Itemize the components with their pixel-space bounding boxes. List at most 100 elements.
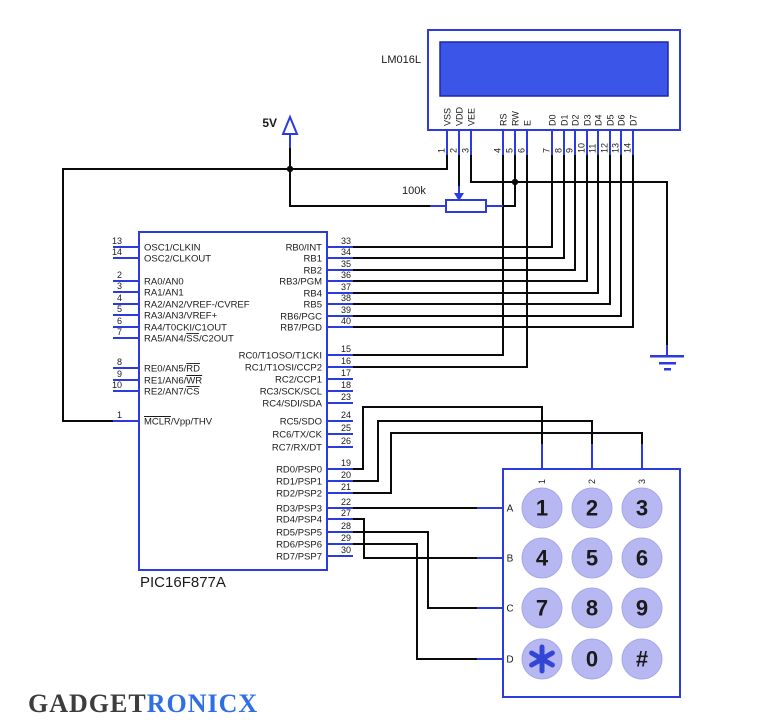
keypad-key-glyph: 0 xyxy=(586,647,598,672)
pic-pin-label-right-30: RD7/PSP7 xyxy=(276,552,322,563)
potentiometer[interactable]: 100k xyxy=(402,185,503,213)
pic-pin-label-left-13: OSC1/CLKIN xyxy=(144,243,201,254)
lcd-pin-number-D2: 9 xyxy=(565,148,575,153)
keypad-key-glyph: 6 xyxy=(636,546,648,571)
pic-pin-number-13: 13 xyxy=(112,236,122,246)
pic-label: PIC16F877A xyxy=(140,574,226,591)
keypad-key-5[interactable]: 5 xyxy=(571,537,613,579)
keypad-key-star[interactable] xyxy=(521,638,563,680)
pic-pin-label-left-8: RE0/AN5/RD xyxy=(144,364,200,375)
lcd-pin-name-RW: RW xyxy=(511,111,521,126)
keypad-col-label-3: 3 xyxy=(637,479,647,484)
lcd-pin-name-D5: D5 xyxy=(606,114,616,126)
pic-pin-label-right-24: RC5/SDO xyxy=(280,417,322,428)
pic-pin-label-left-14: OSC2/CLKOUT xyxy=(144,254,211,265)
pic-pin-label-right-18: RC3/SCK/SCL xyxy=(260,387,322,398)
logo-part-gadget: GADGET xyxy=(28,689,147,718)
pic-pin-number-37: 37 xyxy=(341,282,351,292)
pic-pin-label-right-38: RB5 xyxy=(304,300,322,311)
keypad-key-glyph: 3 xyxy=(636,496,648,521)
power-5v-terminal[interactable]: 5V xyxy=(262,114,299,148)
pic-pin-label-left-3: RA1/AN1 xyxy=(144,288,184,299)
lcd-pin-name-D1: D1 xyxy=(560,114,570,126)
keypad-key-0[interactable]: 0 xyxy=(571,638,613,680)
wire-rd1-col2 xyxy=(353,420,593,482)
pic-pin-label-left-6: RA4/T0CKI/C1OUT xyxy=(144,323,227,334)
keypad-key-glyph: # xyxy=(636,647,648,672)
pic-pin-number-1: 1 xyxy=(117,410,122,420)
lcd-pin-number-RS: 4 xyxy=(493,148,503,153)
wire-pot-left-feed xyxy=(289,169,430,207)
lcd-pin-number-VEE: 3 xyxy=(461,148,471,153)
pic-pin-label-right-28: RD5/PSP5 xyxy=(276,528,322,539)
pic-pin-label-right-36: RB3/PGM xyxy=(279,277,322,288)
pic-pin-number-40: 40 xyxy=(341,316,351,326)
keypad-col-label-2: 2 xyxy=(587,479,597,484)
wire-rd4-rowB xyxy=(353,518,477,559)
pic-pin-label-right-19: RD0/PSP0 xyxy=(276,465,322,476)
wire-d5-rb5 xyxy=(353,155,611,305)
pic-pin-label-right-25: RC6/TX/CK xyxy=(272,430,322,441)
lcd-pin-name-D6: D6 xyxy=(617,114,627,126)
power-label: 5V xyxy=(262,116,277,130)
junction-dot xyxy=(286,165,294,173)
pic-pin-number-35: 35 xyxy=(341,259,351,269)
pic-pin-number-21: 21 xyxy=(341,482,351,492)
lcd-pin-name-VSS: VSS xyxy=(443,108,453,126)
pic-pin-label-right-39: RB6/PGC xyxy=(280,312,322,323)
ground-symbol[interactable] xyxy=(650,345,684,371)
wire-5v-rail-to-mclr xyxy=(62,155,448,422)
lcd-screen xyxy=(439,41,669,97)
pic-pin-label-left-4: RA2/AN2/VREF-/CVREF xyxy=(144,300,250,311)
pic-pin-label-right-35: RB2 xyxy=(304,266,322,277)
keypad-key-hash[interactable]: # xyxy=(621,638,663,680)
pic-body[interactable] xyxy=(138,231,328,571)
pic-pin-label-right-20: RD1/PSP1 xyxy=(276,477,322,488)
lcd-pin-number-D0: 7 xyxy=(542,148,552,153)
wires xyxy=(62,144,668,660)
keypad-key-8[interactable]: 8 xyxy=(571,587,613,629)
keypad-key-3[interactable]: 3 xyxy=(621,487,663,529)
keypad-key-7[interactable]: 7 xyxy=(521,587,563,629)
keypad-key-6[interactable]: 6 xyxy=(621,537,663,579)
lcd-pin-number-D6: 13 xyxy=(611,143,621,153)
lcd-module[interactable]: LM016L 1VSS2VDD3VEE4RS5RW6E7D08D19D210D3… xyxy=(381,29,681,155)
lcd-pin-number-D1: 8 xyxy=(554,148,564,153)
wire-e-to-rc1 xyxy=(353,155,528,368)
keypad-key-glyph: 4 xyxy=(536,546,549,571)
pic-pin-number-36: 36 xyxy=(341,270,351,280)
pic-microcontroller[interactable]: PIC16F877A 13OSC1/CLKIN14OSC2/CLKOUT2RA0… xyxy=(112,231,353,591)
pic-pin-number-14: 14 xyxy=(112,247,122,257)
keypad-key-4[interactable]: 4 xyxy=(521,537,563,579)
wire-d7-rb7 xyxy=(353,155,634,328)
pot-body[interactable] xyxy=(445,199,487,213)
junction-dot xyxy=(511,178,519,186)
wire-rd2-col3 xyxy=(353,432,643,494)
pic-pin-number-16: 16 xyxy=(341,356,351,366)
pic-pin-number-22: 22 xyxy=(341,497,351,507)
pic-pin-label-right-40: RB7/PGD xyxy=(280,323,322,334)
pic-pin-label-right-17: RC2/CCP1 xyxy=(275,375,322,386)
pic-pin-label-right-29: RD6/PSP6 xyxy=(276,540,322,551)
keypad-row-label-B: B xyxy=(507,554,514,565)
pic-pin-label-right-27: RD4/PSP4 xyxy=(276,515,322,526)
lcd-label: LM016L xyxy=(381,54,421,66)
lcd-pin-name-VEE: VEE xyxy=(467,108,477,126)
pic-pin-number-3: 3 xyxy=(117,281,122,291)
keypad-key-1[interactable]: 1 xyxy=(521,487,563,529)
keypad-key-2[interactable]: 2 xyxy=(571,487,613,529)
keypad-key-glyph: 9 xyxy=(636,596,648,621)
pic-pin-label-left-9: RE1/AN6/WR xyxy=(144,376,202,387)
keypad-col-label-1: 1 xyxy=(537,479,547,484)
wire-rs-to-rc0 xyxy=(353,155,504,356)
keypad-key-9[interactable]: 9 xyxy=(621,587,663,629)
brand-logo: GADGETRONICX xyxy=(28,689,258,718)
pic-pin-number-27: 27 xyxy=(341,508,351,518)
pic-pin-label-right-23: RC4/SDI/SDA xyxy=(262,399,322,410)
lcd-pin-number-D3: 10 xyxy=(577,143,587,153)
pic-pin-number-15: 15 xyxy=(341,344,351,354)
wire-vee-to-ground xyxy=(470,155,668,345)
wire-d4-rb4 xyxy=(353,155,599,294)
keypad-key-glyph: 1 xyxy=(536,496,548,521)
